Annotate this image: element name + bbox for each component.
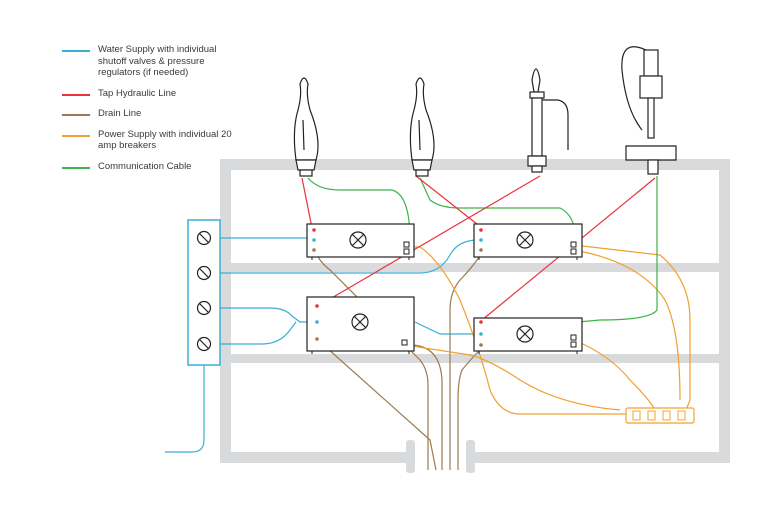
fan-grille-icon [516,231,534,249]
valve-icon [196,230,212,246]
frame [220,159,730,473]
controller-unit-bottom-right [473,317,583,354]
legend-swatch-hydraulic [62,93,90,96]
legend-item-water-supply: Water Supply with individual shutoff val… [62,44,232,79]
legend-item-power: Power Supply with individual 20 amp brea… [62,129,232,152]
legend-item-tap-hydraulic: Tap Hydraulic Line [62,88,232,100]
legend-item-communication: Communication Cable [62,161,232,173]
controller-unit-top-left [306,223,415,260]
water-manifold [187,219,221,366]
legend-label-drain: Drain Line [98,108,142,119]
legend-item-drain: Drain Line [62,108,232,120]
legend-label-power: Power Supply with individual 20 amp brea… [98,128,232,152]
legend-swatch-water [62,50,90,52]
legend-label-hydraulic: Tap Hydraulic Line [98,87,177,99]
legend-swatch-communication [62,166,90,169]
tap-handle-3 [527,68,569,173]
legend: Water Supply with individual shutoff val… [62,44,232,181]
legend-swatch-drain [62,114,90,116]
fan-grille-icon [516,325,534,343]
controller-unit-top-right [473,223,583,260]
water-supply-lines [165,237,479,453]
legend-label-water: Water Supply with individual shutoff val… [98,44,217,78]
power-strip-icon [625,407,695,424]
fan-grille-icon [351,313,369,331]
tap-handle-4 [621,46,677,175]
tap-handle-2 [409,77,435,177]
controller-unit-bottom-left [306,296,415,354]
fan-grille-icon [349,231,367,249]
legend-label-communication: Communication Cable [98,160,192,172]
tap-handle-1 [293,77,319,177]
legend-swatch-power [62,134,90,137]
valve-icon [196,300,212,316]
valve-icon [196,336,212,352]
valve-icon [196,265,212,281]
